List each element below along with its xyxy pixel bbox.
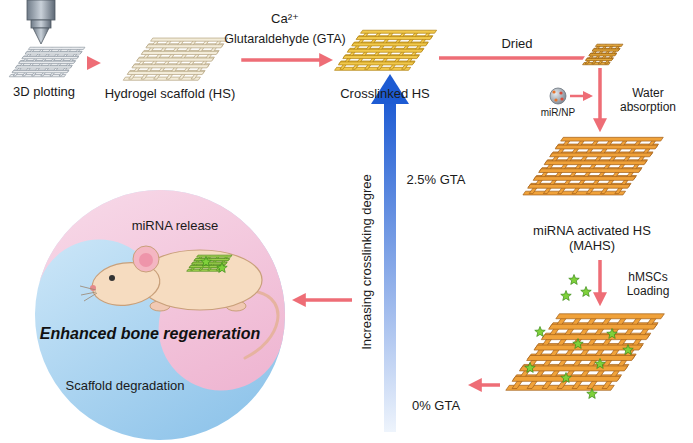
mahs-scaffold (523, 137, 663, 195)
axis-label: Increasing crosslinking degree (359, 174, 375, 350)
gta-level: 0% GTA (412, 398, 460, 414)
scaffold-stage: miRNA activated HS (MAHS) (518, 132, 666, 256)
implant-cells (201, 257, 227, 273)
particle-label: miR/NP (541, 107, 575, 119)
stage-label: 3D plotting (13, 84, 75, 102)
process-arrow (87, 61, 97, 65)
implanted-scaffold (187, 255, 232, 271)
edge-label: Ca²⁺ (271, 11, 299, 27)
printer-nozzle (27, 0, 55, 44)
scaffold-stage: Hydrogel scaffold (HS) (101, 30, 240, 104)
outcome-title: Enhanced bone regeneration (40, 324, 260, 343)
printing-step: 3D plotting (3, 2, 85, 102)
loaded-cells (525, 327, 633, 399)
crosslinking-arrow (371, 74, 409, 432)
edge-label: Dried (501, 36, 532, 52)
process-arrow (241, 58, 329, 62)
process-arrows (296, 96, 600, 385)
region-label: miRNA release (132, 218, 219, 234)
process-arrow (439, 58, 600, 128)
region-label: Scaffold degradation (65, 378, 184, 394)
crosslinked-scaffold (335, 30, 437, 70)
nanoparticle-icon (550, 88, 566, 104)
stage-label: Crosslinked HS (340, 86, 430, 104)
yin-yang-circle (12, 167, 309, 443)
step-label: hMSCs Loading (609, 270, 687, 299)
dried-scaffold-ground (578, 42, 622, 68)
printed-scaffold (9, 47, 85, 77)
gta-level: 2.5% GTA (406, 172, 465, 188)
scaffold-stage: Crosslinked HS (333, 22, 437, 104)
stage-label: Hydrogel scaffold (HS) (105, 86, 236, 104)
outcome-circle: miRNA releaseEnhanced bone regenerationS… (35, 190, 285, 440)
hydrogel-scaffold (123, 38, 228, 80)
hmsc-cells (561, 275, 591, 301)
step-label: Water absorption (609, 86, 687, 115)
reagent-label: Glutaraldehyde (GTA) (224, 32, 345, 47)
cell-loaded-scaffold (506, 314, 665, 390)
dried-scaffold (583, 44, 623, 65)
stage-label: miRNA activated HS (MAHS) (522, 223, 662, 256)
